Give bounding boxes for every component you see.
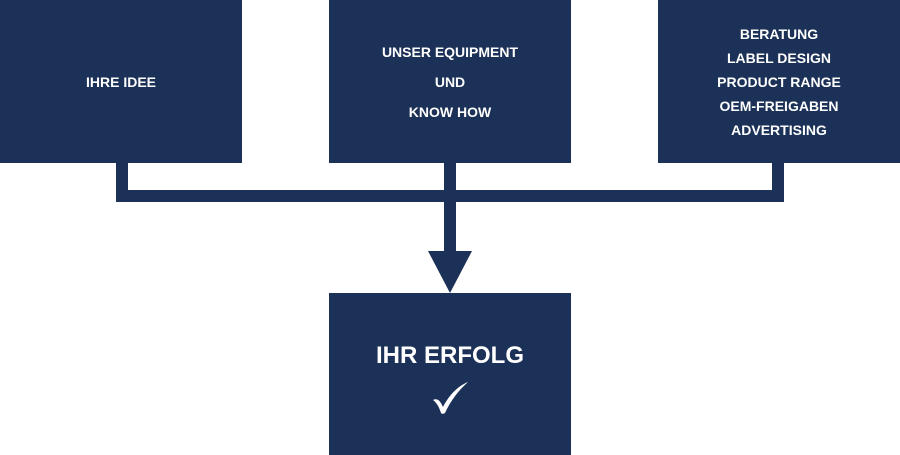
box-success-label: IHR ERFOLG bbox=[376, 342, 524, 369]
box-services-line-4: OEM-FREIGABEN bbox=[719, 97, 839, 114]
box-services-line-2: LABEL DESIGN bbox=[727, 49, 831, 66]
box-services-line-3: PRODUCT RANGE bbox=[717, 73, 841, 90]
checkmark-icon bbox=[433, 382, 468, 414]
box-equipment-line-1: UNSER EQUIPMENT bbox=[381, 43, 519, 60]
box-services-line-1: BERATUNG bbox=[739, 25, 819, 42]
connector-center-drop bbox=[444, 160, 456, 255]
box-your-success: IHR ERFOLG bbox=[329, 293, 571, 455]
box-equipment-line-2: UND bbox=[434, 73, 466, 90]
arrow-down-icon bbox=[428, 251, 472, 293]
box-equipment-line-3: KNOW HOW bbox=[408, 103, 492, 120]
box-services-line-5: ADVERTISING bbox=[731, 121, 827, 138]
box-your-idea: IHRE IDEE bbox=[0, 0, 242, 163]
box-services: BERATUNG LABEL DESIGN PRODUCT RANGE OEM-… bbox=[658, 0, 900, 163]
box-equipment-know-how: UNSER EQUIPMENT UND KNOW HOW bbox=[329, 0, 571, 163]
box-idea-label: IHRE IDEE bbox=[85, 73, 156, 90]
